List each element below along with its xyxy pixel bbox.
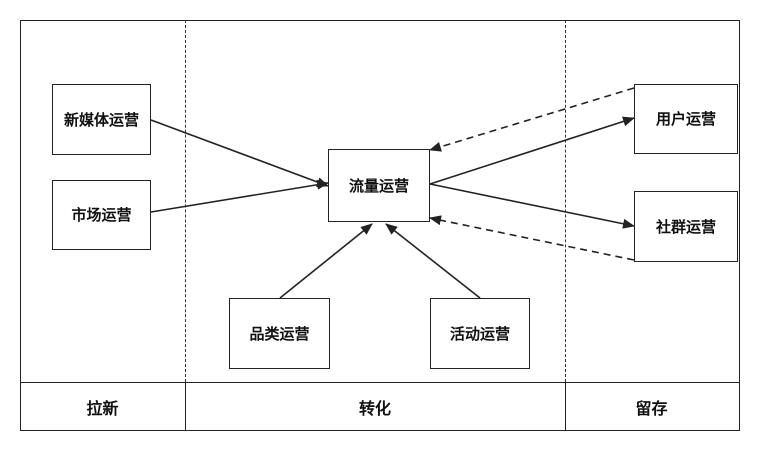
node-new-media: 新媒体运营 xyxy=(52,84,151,155)
stage-row-divider-right xyxy=(565,383,566,430)
stage-row: 拉新 转化 留存 xyxy=(20,382,740,431)
node-market: 市场运营 xyxy=(52,180,151,250)
stage-divider-right xyxy=(565,20,566,382)
stage-acquisition: 拉新 xyxy=(86,398,119,418)
stage-retention: 留存 xyxy=(635,398,668,418)
stage-divider-left xyxy=(185,20,186,382)
node-user: 用户运营 xyxy=(634,84,738,154)
stage-conversion: 转化 xyxy=(358,398,391,418)
node-traffic: 流量运营 xyxy=(328,149,430,222)
stage-row-divider-left xyxy=(185,383,186,430)
node-category: 品类运营 xyxy=(229,298,330,369)
diagram-frame xyxy=(20,20,740,431)
node-activity: 活动运营 xyxy=(430,298,530,369)
node-community: 社群运营 xyxy=(634,191,738,262)
